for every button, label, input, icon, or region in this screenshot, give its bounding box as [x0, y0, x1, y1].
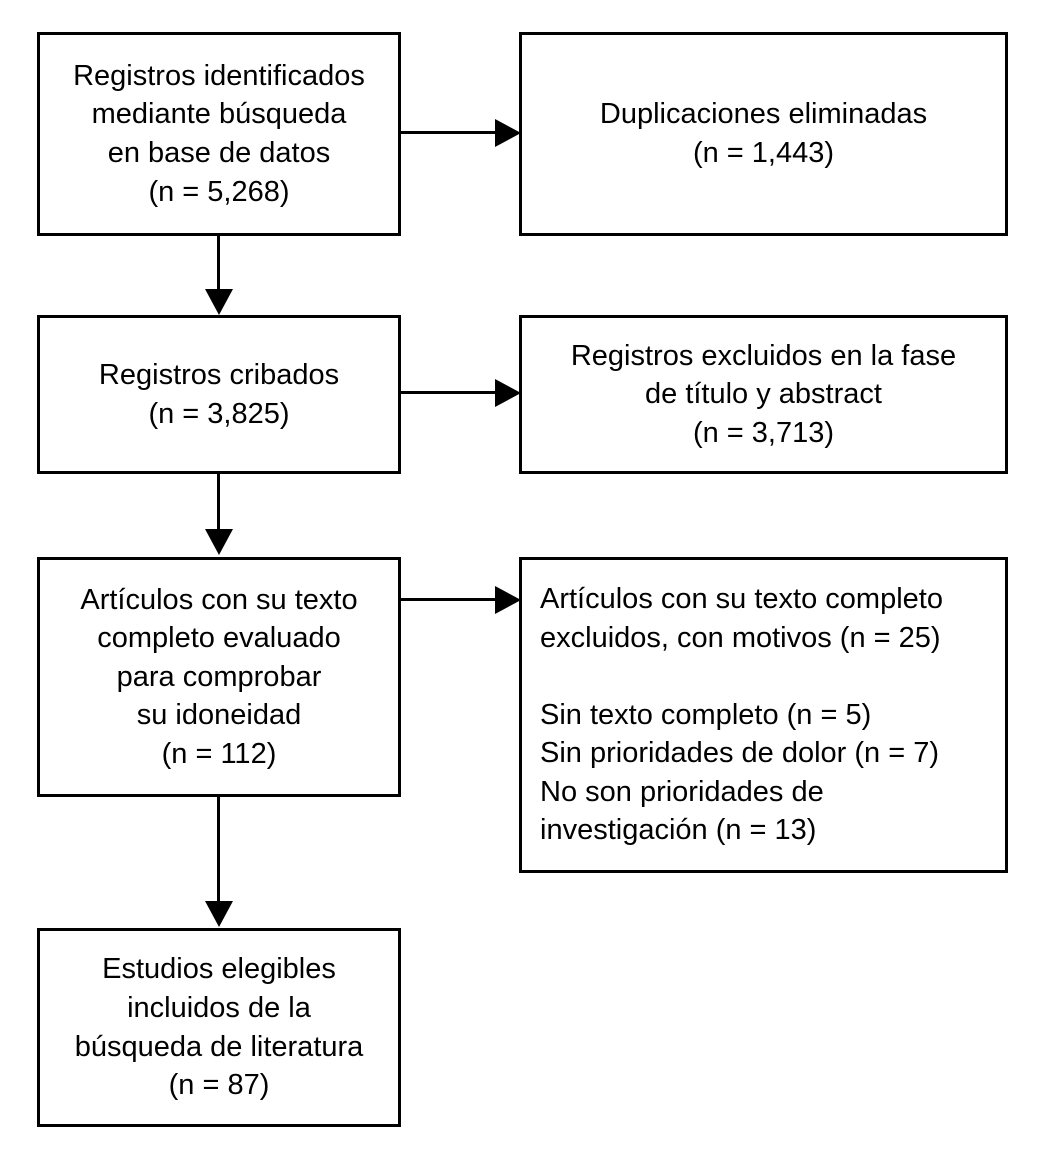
connector-identified-to-screened-line [217, 236, 220, 292]
node-fulltext-excluded-reasons: Artículos con su texto completo excluido… [519, 557, 1008, 873]
arrow-right-icon-identified-to-duplicates [495, 119, 521, 147]
node-records-excluded-title-abstract-label: Registros excluidos en la fase de título… [570, 339, 957, 449]
node-records-screened: Registros cribados (n = 3,825) [37, 315, 401, 474]
connector-fulltext-to-included-line [217, 797, 220, 903]
connector-identified-to-duplicates-line [401, 131, 497, 134]
node-studies-included-label: Estudios elegibles incluidos de la búsqu… [74, 953, 364, 1102]
arrow-down-icon-screened-to-fulltext [205, 529, 233, 555]
node-duplicates-removed: Duplicaciones eliminadas (n = 1,443) [519, 32, 1008, 236]
connector-screened-to-fulltext-line [217, 474, 220, 531]
arrow-down-icon-identified-to-screened [205, 289, 233, 315]
node-fulltext-assessed-label: Artículos con su texto completo evaluado… [80, 583, 358, 770]
node-duplicates-removed-label: Duplicaciones eliminadas (n = 1,443) [599, 98, 928, 169]
node-fulltext-assessed: Artículos con su texto completo evaluado… [37, 557, 401, 797]
node-studies-included: Estudios elegibles incluidos de la búsqu… [37, 928, 401, 1127]
node-fulltext-excluded-reasons-label: Artículos con su texto completo excluido… [540, 583, 943, 847]
arrow-down-icon-fulltext-to-included [205, 901, 233, 927]
node-records-screened-label: Registros cribados (n = 3,825) [98, 358, 340, 430]
arrow-right-icon-fulltext-to-excluded [495, 586, 521, 614]
node-records-excluded-title-abstract: Registros excluidos en la fase de título… [519, 315, 1008, 474]
node-records-identified: Registros identificados mediante búsqued… [37, 32, 401, 236]
arrow-right-icon-screened-to-excluded [495, 379, 521, 407]
connector-fulltext-to-excluded-line [401, 598, 497, 601]
node-records-identified-label: Registros identificados mediante búsqued… [73, 59, 365, 208]
connector-screened-to-excluded-line [401, 391, 497, 394]
